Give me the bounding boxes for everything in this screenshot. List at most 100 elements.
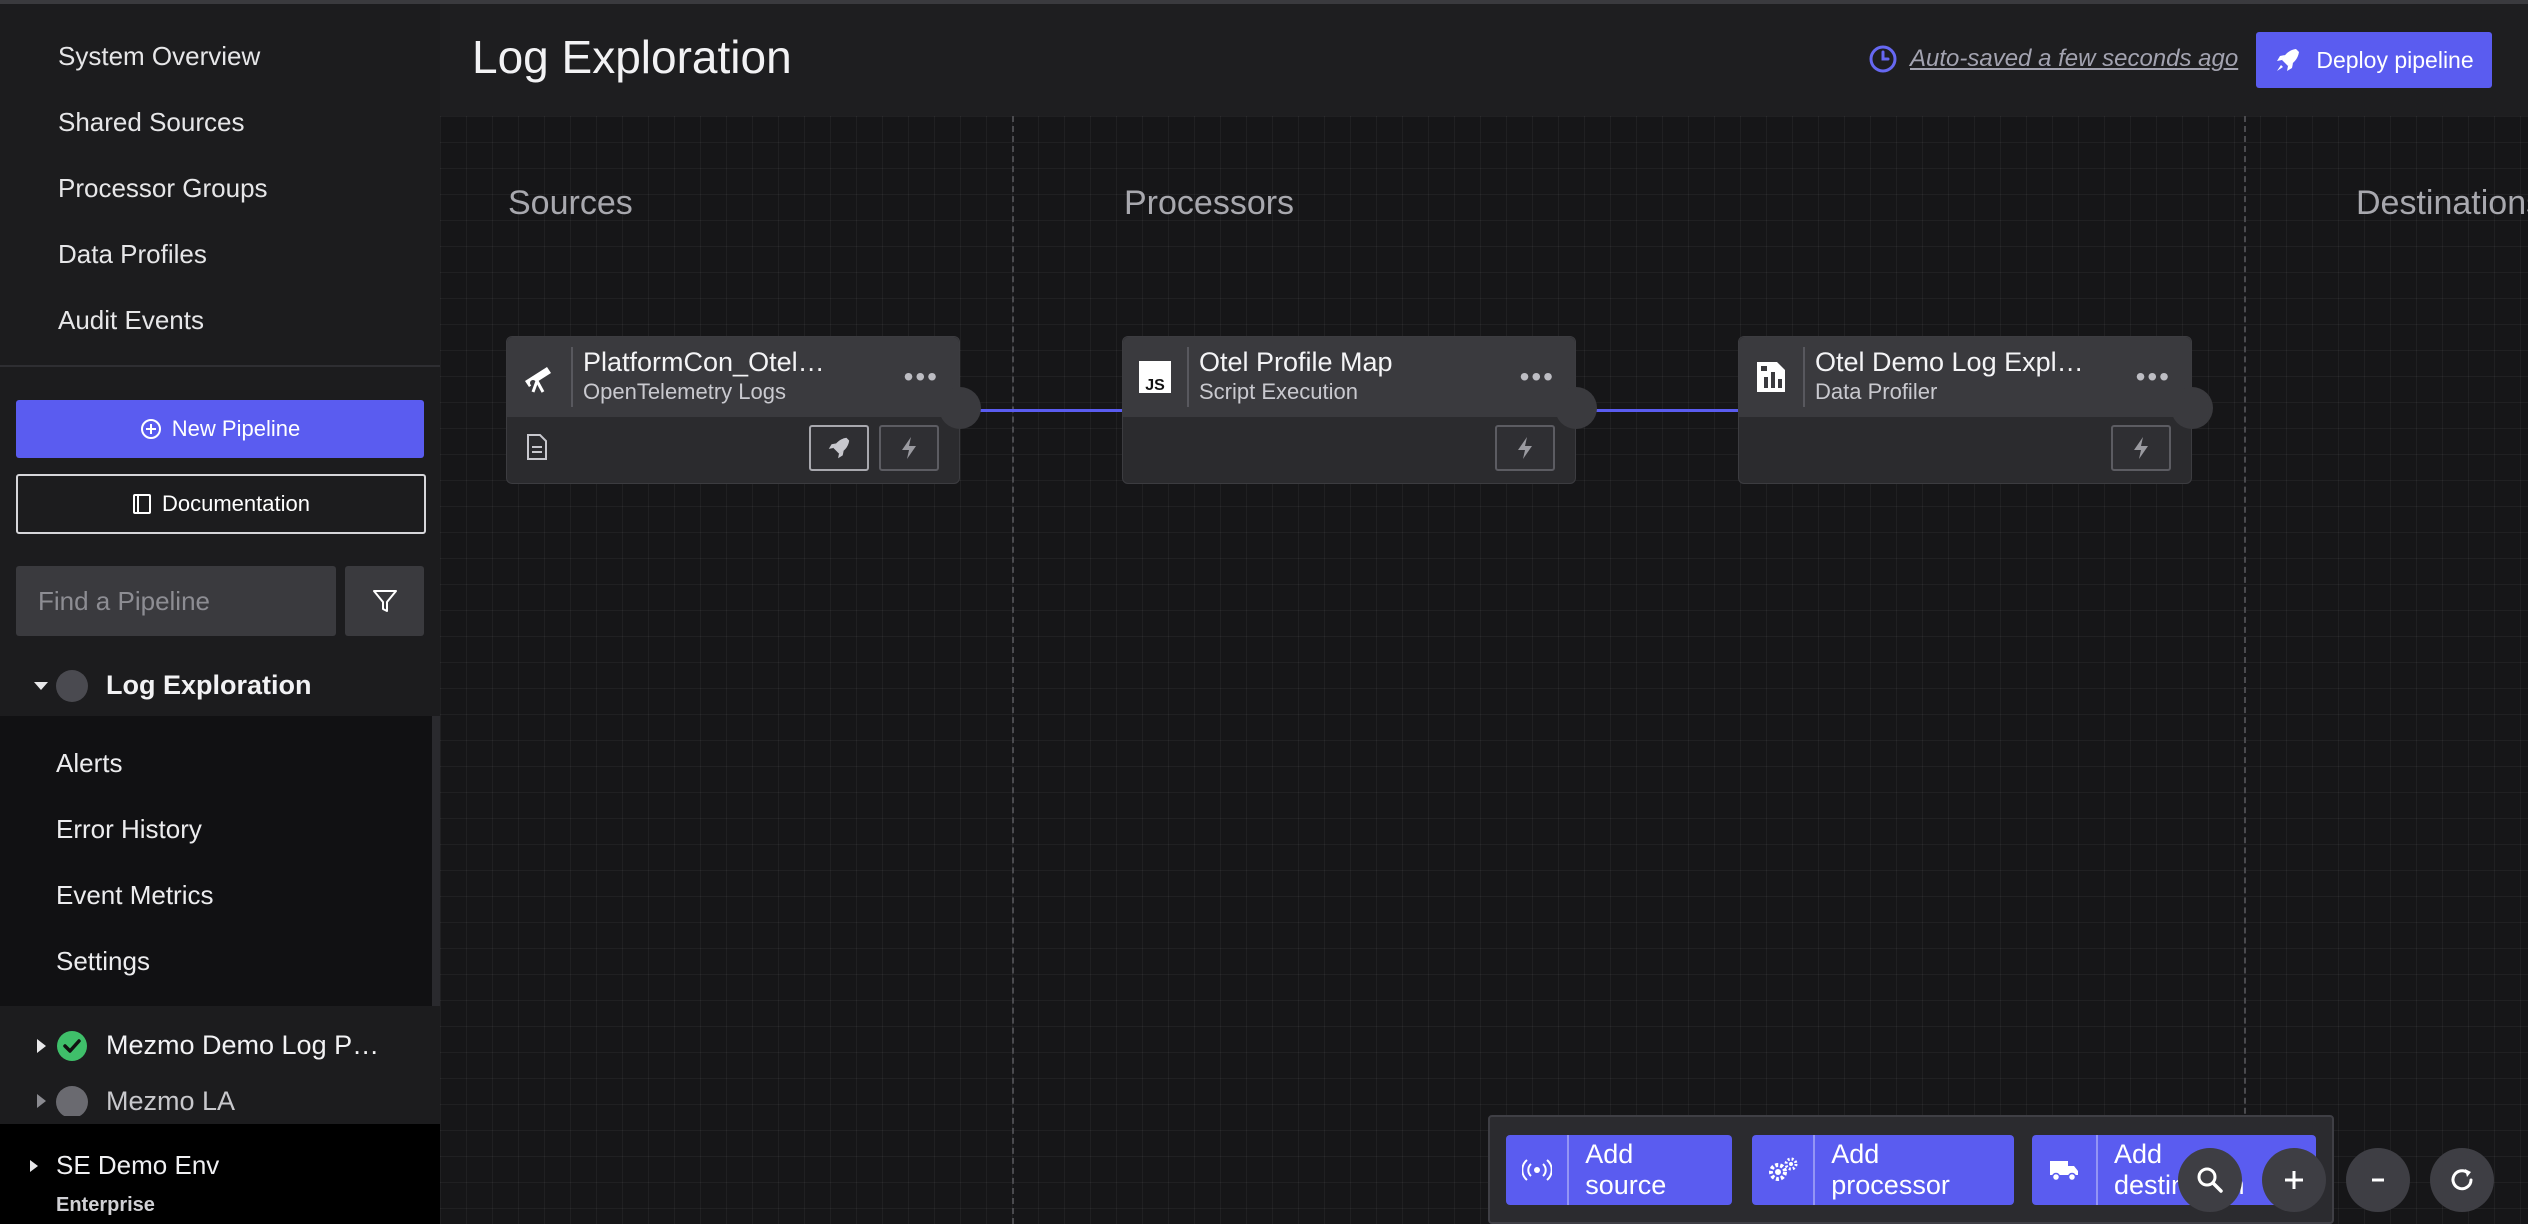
lightning-icon <box>902 437 916 459</box>
pipeline-row[interactable]: Mezmo Demo Log P… <box>0 1018 440 1074</box>
node-more-menu-icon[interactable]: ••• <box>1519 361 1555 392</box>
svg-text:JS: JS <box>1145 377 1165 394</box>
zoom-out-button[interactable] <box>2346 1148 2410 1212</box>
node-title: PlatformCon_Otel… <box>583 347 825 377</box>
filter-icon <box>372 590 397 612</box>
documentation-label: Documentation <box>162 491 310 516</box>
submenu-error-history[interactable]: Error History <box>56 814 202 844</box>
rocket-icon <box>828 437 850 459</box>
node-title: Otel Demo Log Expl… <box>1815 347 2084 377</box>
document-icon[interactable] <box>525 433 549 466</box>
reset-view-button[interactable] <box>2430 1148 2494 1212</box>
refresh-icon <box>2451 1169 2473 1191</box>
pipeline-name: Mezmo Demo Log P… <box>106 1030 380 1060</box>
caret-down-icon <box>34 682 48 690</box>
nav-shared-sources[interactable]: Shared Sources <box>58 107 245 137</box>
node-separator <box>1803 347 1805 407</box>
column-header-sources: Sources <box>508 184 633 222</box>
sidebar: System Overview Shared Sources Processor… <box>0 4 440 1224</box>
column-divider <box>1012 116 1014 1224</box>
pipeline-name: Mezmo LA <box>106 1086 236 1116</box>
book-icon <box>133 494 151 514</box>
column-header-destinations: Destinations <box>2356 184 2528 222</box>
deploy-pipeline-label: Deploy pipeline <box>2316 46 2474 73</box>
node-header <box>1739 337 2191 417</box>
node-output-port[interactable] <box>1555 387 1597 429</box>
node-output-port[interactable] <box>939 387 981 429</box>
nav-system-overview[interactable]: System Overview <box>58 41 261 71</box>
lightning-icon <box>2134 437 2148 459</box>
rocket-icon <box>2277 49 2300 71</box>
nav-processor-groups[interactable]: Processor Groups <box>58 173 268 203</box>
documentation-button[interactable]: Documentation <box>16 474 426 534</box>
gears-icon <box>1752 1135 1816 1205</box>
plus-icon <box>2285 1171 2303 1189</box>
caret-right-icon <box>37 1039 46 1053</box>
pipeline-submenu: Alerts Error History Event Metrics Setti… <box>0 716 432 1006</box>
node-more-menu-icon[interactable]: ••• <box>903 361 939 392</box>
new-pipeline-label: New Pipeline <box>171 416 301 441</box>
destination-node[interactable]: Otel Demo Log Expl… Data Profiler ••• <box>1738 336 2213 484</box>
page-title: Log Exploration <box>472 31 792 83</box>
tap-button[interactable] <box>2111 425 2171 471</box>
node-title: Otel Profile Map <box>1199 347 1393 377</box>
node-output-port[interactable] <box>2171 387 2213 429</box>
node-header <box>1123 337 1575 417</box>
truck-icon <box>2032 1135 2098 1205</box>
environment-switcher[interactable]: SE Demo Env Enterprise <box>0 1124 440 1224</box>
filter-button[interactable] <box>345 566 424 636</box>
source-node[interactable]: PlatformCon_Otel… OpenTelemetry Logs ••• <box>506 336 981 484</box>
submenu-event-metrics[interactable]: Event Metrics <box>56 880 214 910</box>
pipeline-status-neutral-icon <box>56 1086 88 1116</box>
column-divider <box>2244 116 2246 1224</box>
clock-icon <box>1869 45 1897 73</box>
autosave-text: Auto-saved a few seconds ago <box>1910 45 2239 72</box>
sidebar-divider <box>0 365 440 367</box>
add-processor-button[interactable]: Add processor <box>1752 1135 2014 1205</box>
nav-data-profiles[interactable]: Data Profiles <box>58 239 207 269</box>
column-header-processors: Processors <box>1124 184 1295 222</box>
node-separator <box>571 347 573 407</box>
connection-edge <box>972 409 1138 412</box>
environment-plan: Enterprise <box>56 1194 155 1216</box>
minus-icon <box>2372 1178 2384 1182</box>
node-subtitle: OpenTelemetry Logs <box>583 379 786 404</box>
plus-circle-icon <box>140 419 161 439</box>
caret-right-icon <box>37 1094 46 1108</box>
zoom-search-button[interactable] <box>2178 1148 2242 1212</box>
new-pipeline-button[interactable]: New Pipeline <box>16 400 424 458</box>
node-separator <box>1187 347 1189 407</box>
tap-button[interactable] <box>879 425 939 471</box>
autosave-status[interactable]: Auto-saved a few seconds ago <box>1868 44 2238 74</box>
sidebar-scrollbar[interactable] <box>432 716 440 1006</box>
page-header: Log Exploration Auto-saved a few seconds… <box>440 4 2528 116</box>
processor-node[interactable]: JS Otel Profile Map Script Execution ••• <box>1122 336 1597 484</box>
js-icon: JS <box>1133 355 1177 399</box>
status-ok-icon <box>57 1031 87 1061</box>
top-border <box>0 0 2528 4</box>
deploy-source-button[interactable] <box>809 425 869 471</box>
node-more-menu-icon[interactable]: ••• <box>2135 361 2171 392</box>
node-header <box>507 337 959 417</box>
add-processor-label: Add processor <box>1831 1139 1950 1200</box>
deploy-pipeline-button[interactable]: Deploy pipeline <box>2256 32 2492 88</box>
submenu-settings[interactable]: Settings <box>56 946 150 976</box>
pipeline-search-input[interactable] <box>16 566 336 636</box>
submenu-alerts[interactable]: Alerts <box>56 748 123 778</box>
nav-audit-events[interactable]: Audit Events <box>58 305 204 335</box>
tap-button[interactable] <box>1495 425 1555 471</box>
pipeline-status-neutral-icon <box>56 670 88 702</box>
broadcast-icon <box>1506 1135 1570 1205</box>
caret-right-icon <box>30 1160 38 1172</box>
node-subtitle: Data Profiler <box>1815 379 1938 404</box>
search-icon <box>2197 1167 2223 1193</box>
connection-edge <box>1588 409 1754 412</box>
pipeline-row[interactable]: Mezmo LA <box>0 1076 440 1116</box>
add-source-button[interactable]: Add source <box>1506 1135 1732 1205</box>
add-source-label: Add source <box>1585 1139 1667 1200</box>
pipeline-row-active[interactable]: Log Exploration <box>0 658 440 714</box>
zoom-in-button[interactable] <box>2262 1148 2326 1212</box>
telescope-icon <box>517 355 561 399</box>
pipeline-canvas[interactable]: Sources Processors Destinations Platform… <box>440 116 2528 1224</box>
lightning-icon <box>1518 437 1532 459</box>
